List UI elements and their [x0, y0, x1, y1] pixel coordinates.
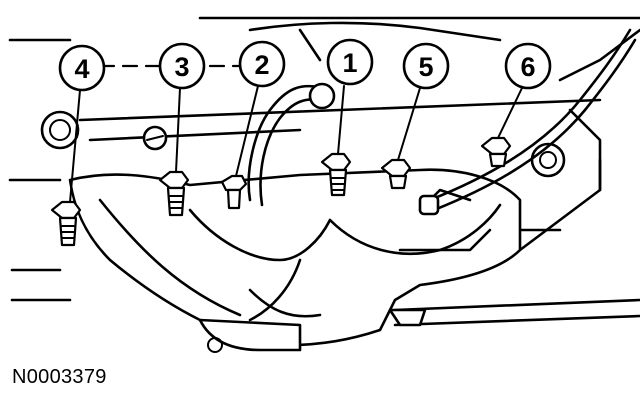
bolt-2	[220, 174, 248, 210]
engine-boss-right	[530, 142, 566, 178]
bolt-1	[320, 152, 352, 197]
figure-id: N0003379	[12, 366, 107, 388]
callout-1-label: 1	[342, 48, 357, 78]
leader-4	[69, 89, 81, 203]
callout-1: 1	[326, 38, 374, 86]
callout-4: 4	[58, 44, 106, 92]
bolt-3	[158, 170, 190, 217]
callout-3-label: 3	[174, 52, 189, 82]
callout-4-label: 4	[74, 54, 89, 84]
callout-6: 6	[504, 42, 552, 90]
engine-block-background	[8, 16, 640, 327]
exhaust-manifold	[68, 168, 522, 353]
leader-6	[497, 87, 523, 139]
leader-1	[337, 85, 345, 155]
bolt-6	[480, 136, 512, 168]
engine-boss-left	[40, 110, 80, 150]
leader-2	[235, 85, 259, 177]
callout-2-label: 2	[254, 50, 269, 80]
engine-boss-center	[142, 125, 168, 151]
bolt-5	[380, 158, 412, 190]
oxygen-sensor-tube	[247, 28, 637, 216]
callout-leaders	[69, 85, 523, 203]
leader-5	[397, 87, 421, 161]
leader-3	[175, 87, 181, 173]
bolt-4	[50, 200, 82, 247]
callout-2: 2	[238, 40, 286, 88]
callout-6-label: 6	[520, 52, 535, 82]
callout-5-label: 5	[418, 52, 433, 82]
callout-3: 3	[158, 42, 206, 90]
callout-5: 5	[402, 42, 450, 90]
